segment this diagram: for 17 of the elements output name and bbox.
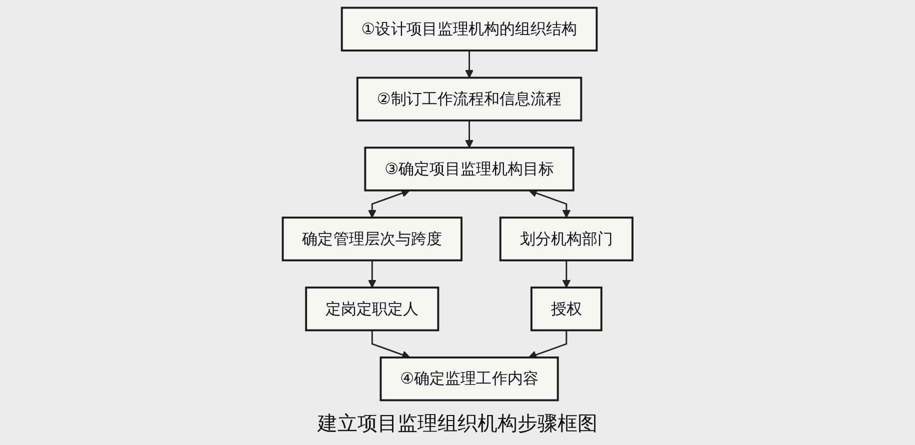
node-box: 确定管理层次与跨度 xyxy=(282,216,462,262)
node-box: 授权 xyxy=(530,286,602,332)
node-box: ④确定监理工作内容 xyxy=(380,356,559,402)
arrow xyxy=(368,189,410,218)
arrow xyxy=(371,330,410,359)
node-box: ①设计项目监理机构的组织结构 xyxy=(340,6,598,52)
node-box: 定岗定职定人 xyxy=(304,286,440,332)
arrow xyxy=(464,120,474,148)
node-box: ③确定项目监理机构目标 xyxy=(364,146,574,192)
arrow xyxy=(464,50,474,78)
arrow xyxy=(562,260,571,288)
arrow xyxy=(528,189,571,218)
node-box: 划分机构部门 xyxy=(499,216,634,262)
arrow xyxy=(528,330,568,359)
arrow xyxy=(368,260,376,288)
figure-caption: 建立项目监理组织机构步骤框图 xyxy=(318,410,598,437)
node-box: ②制订工作流程和信息流程 xyxy=(356,76,582,122)
